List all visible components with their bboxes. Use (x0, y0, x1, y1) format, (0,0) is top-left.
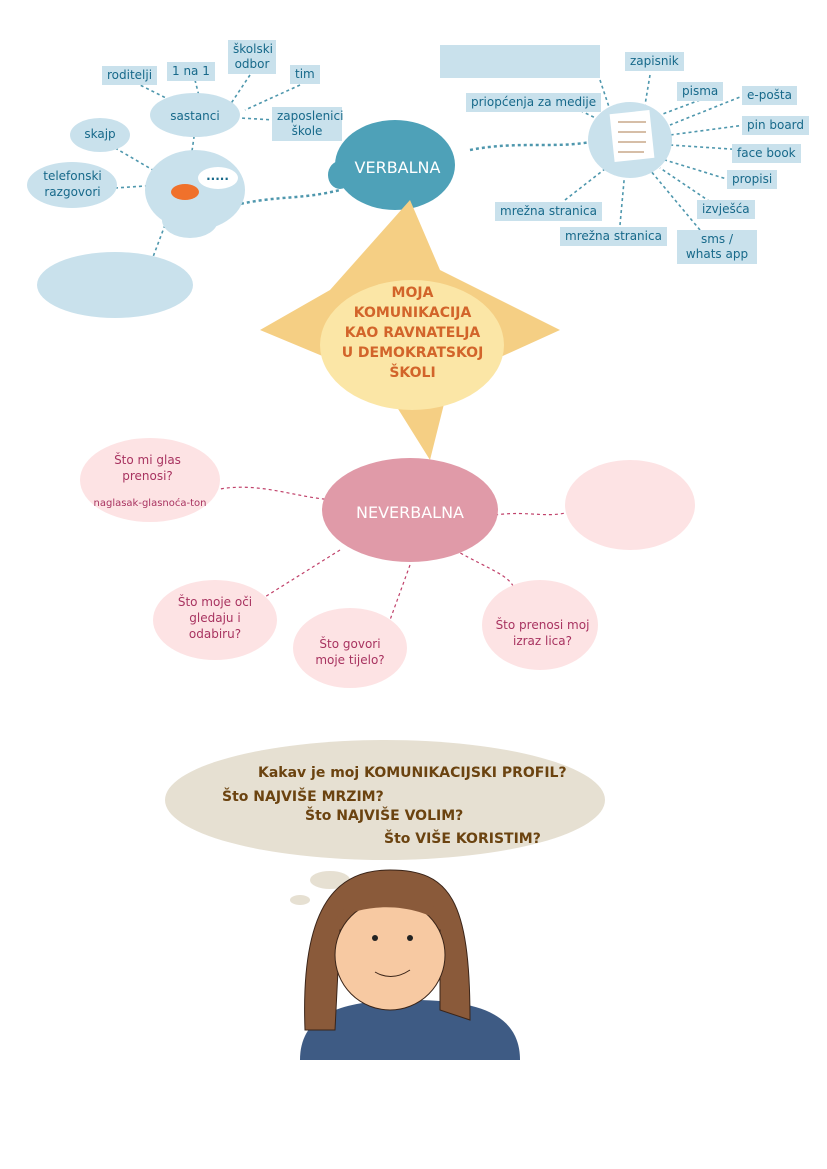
question-use: Što VIŠE KORISTIM? (384, 831, 541, 847)
label-website-2: mrežna stranica (560, 227, 667, 246)
label-reports: izvješća (697, 200, 755, 219)
question-love: Što NAJVIŠE VOLIM? (305, 808, 464, 824)
label-one-on-one: 1 na 1 (167, 62, 215, 81)
question-hate: Što NAJVIŠE MRZIM? (222, 789, 384, 805)
question-profile: Kakav je moj KOMUNIKACIJSKI PROFIL? (258, 765, 567, 781)
girl-illustration (300, 869, 520, 1060)
body-question: Što govori moje tijelo? (315, 637, 385, 667)
label-parents: roditelji (102, 66, 158, 85)
voice-question: Što mi glas prenosi? (114, 453, 181, 483)
label-press-releases: priopćenja za medije (466, 93, 602, 112)
label-pin-board: pin board (742, 116, 810, 135)
verbal-title: VERBALNA (354, 158, 441, 177)
label-team: tim (290, 65, 320, 84)
eyes-question: Što moje oči gledaju i odabiru? (177, 595, 253, 641)
label-email: e-pošta (742, 86, 797, 105)
title-line: KAO RAVNATELJA (344, 325, 481, 341)
voice-sub: naglasak-glasnoća-ton (93, 498, 207, 509)
label-phone-calls: telefonski razgovori (43, 169, 102, 199)
title-line: MOJA (391, 285, 434, 301)
central-title: MOJA KOMUNIKACIJA KAO RAVNATELJA U DEMOK… (320, 283, 505, 383)
label-skype: skajp (84, 127, 116, 141)
speech-bubble: ..... (206, 169, 229, 183)
label-minutes: zapisnik (625, 52, 684, 71)
title-line: KOMUNIKACIJA (353, 305, 472, 321)
label-facebook: face book (732, 144, 801, 163)
nonverbal-title: NEVERBALNA (356, 503, 464, 522)
label-sms-whatsapp: sms / whats app (677, 230, 757, 264)
face-question: Što prenosi moj izraz lica? (495, 618, 590, 648)
title-line: U DEMOKRATSKOJ (341, 345, 484, 361)
label-letters: pisma (677, 82, 724, 101)
label-meetings: sastanci (170, 109, 220, 123)
label-website-1: mrežna stranica (495, 202, 602, 221)
title-line: ŠKOLI (389, 365, 436, 381)
label-school-staff: zaposlenici škole (272, 107, 343, 141)
label-school-board: školski odbor (228, 40, 276, 74)
label-regulations: propisi (727, 170, 778, 189)
